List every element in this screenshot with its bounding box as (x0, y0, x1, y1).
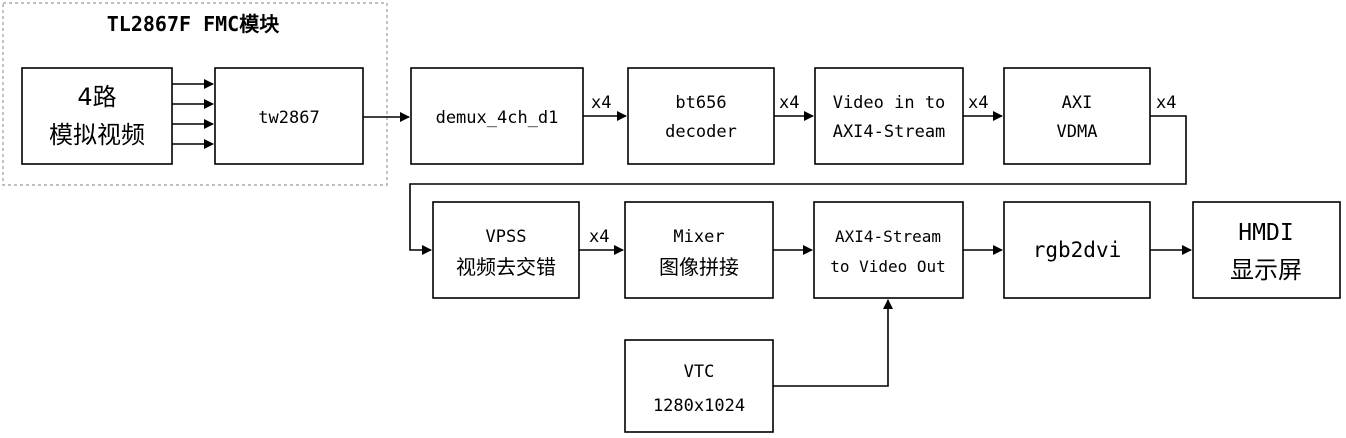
vid-in-label-line1: Video in to (833, 93, 946, 113)
mixer-label-line2: 图像拼接 (659, 255, 739, 279)
x4-label-vid-in-vdma: x4 (968, 93, 988, 113)
x4-label-demux-bt656: x4 (591, 93, 611, 113)
vdma-label-line1: AXI (1062, 93, 1093, 113)
vtc-block: VTC 1280x1024 (624, 339, 774, 433)
bt656-label-line1: bt656 (675, 93, 726, 113)
tw2867-block: tw2867 (214, 67, 364, 165)
x4-label-vpss-mixer: x4 (589, 227, 609, 247)
demux-label: demux_4ch_d1 (436, 108, 559, 128)
analog-video-input-block: 4路 模拟视频 (21, 67, 173, 165)
vid-out-label-line1: AXI4-Stream (835, 227, 941, 246)
vid-out-label-line2: to Video Out (830, 257, 946, 276)
analog-input-label-line1: 4路 (77, 83, 116, 111)
axi4-stream-to-video-out-block: AXI4-Stream to Video Out (813, 201, 964, 299)
analog-input-label-line2: 模拟视频 (49, 121, 145, 149)
vid-in-label-line2: AXI4-Stream (833, 122, 946, 142)
video-in-to-axi4-stream-block: Video in to AXI4-Stream (814, 67, 964, 165)
tw2867-label: tw2867 (258, 108, 319, 128)
vpss-label-line1: VPSS (486, 227, 527, 247)
arrow-vdma-to-vpss (409, 115, 1187, 255)
hdmi-display-block: HMDI 显示屏 (1192, 201, 1341, 299)
bt656-label-line2: decoder (665, 122, 737, 142)
mixer-label-line1: Mixer (673, 227, 724, 247)
bt656-decoder-block: bt656 decoder (627, 67, 775, 165)
analog-input-arrows (172, 79, 214, 149)
mixer-block: Mixer 图像拼接 (624, 201, 774, 299)
rgb2dvi-block: rgb2dvi (1003, 201, 1151, 299)
hdmi-label-line2: 显示屏 (1230, 256, 1302, 284)
hdmi-label-line1: HMDI (1238, 220, 1293, 246)
arrow-vtc-to-vid-out (773, 299, 893, 387)
vdma-label-line2: VDMA (1057, 122, 1098, 142)
rgb2dvi-label: rgb2dvi (1033, 238, 1122, 262)
vpss-label-line2: 视频去交错 (456, 255, 556, 279)
demux-block: demux_4ch_d1 (410, 67, 584, 165)
fmc-group-title: TL2867F FMC模块 (107, 12, 280, 36)
x4-label-bt656-vid-in: x4 (779, 93, 799, 113)
vpss-deinterlace-block: VPSS 视频去交错 (432, 201, 580, 299)
vtc-label-line1: VTC (684, 362, 715, 382)
fmc-module-group (2, 2, 388, 186)
x4-label-vdma-out: x4 (1156, 93, 1176, 113)
axi-vdma-block: AXI VDMA (1003, 67, 1151, 165)
vtc-label-line2: 1280x1024 (653, 396, 745, 416)
